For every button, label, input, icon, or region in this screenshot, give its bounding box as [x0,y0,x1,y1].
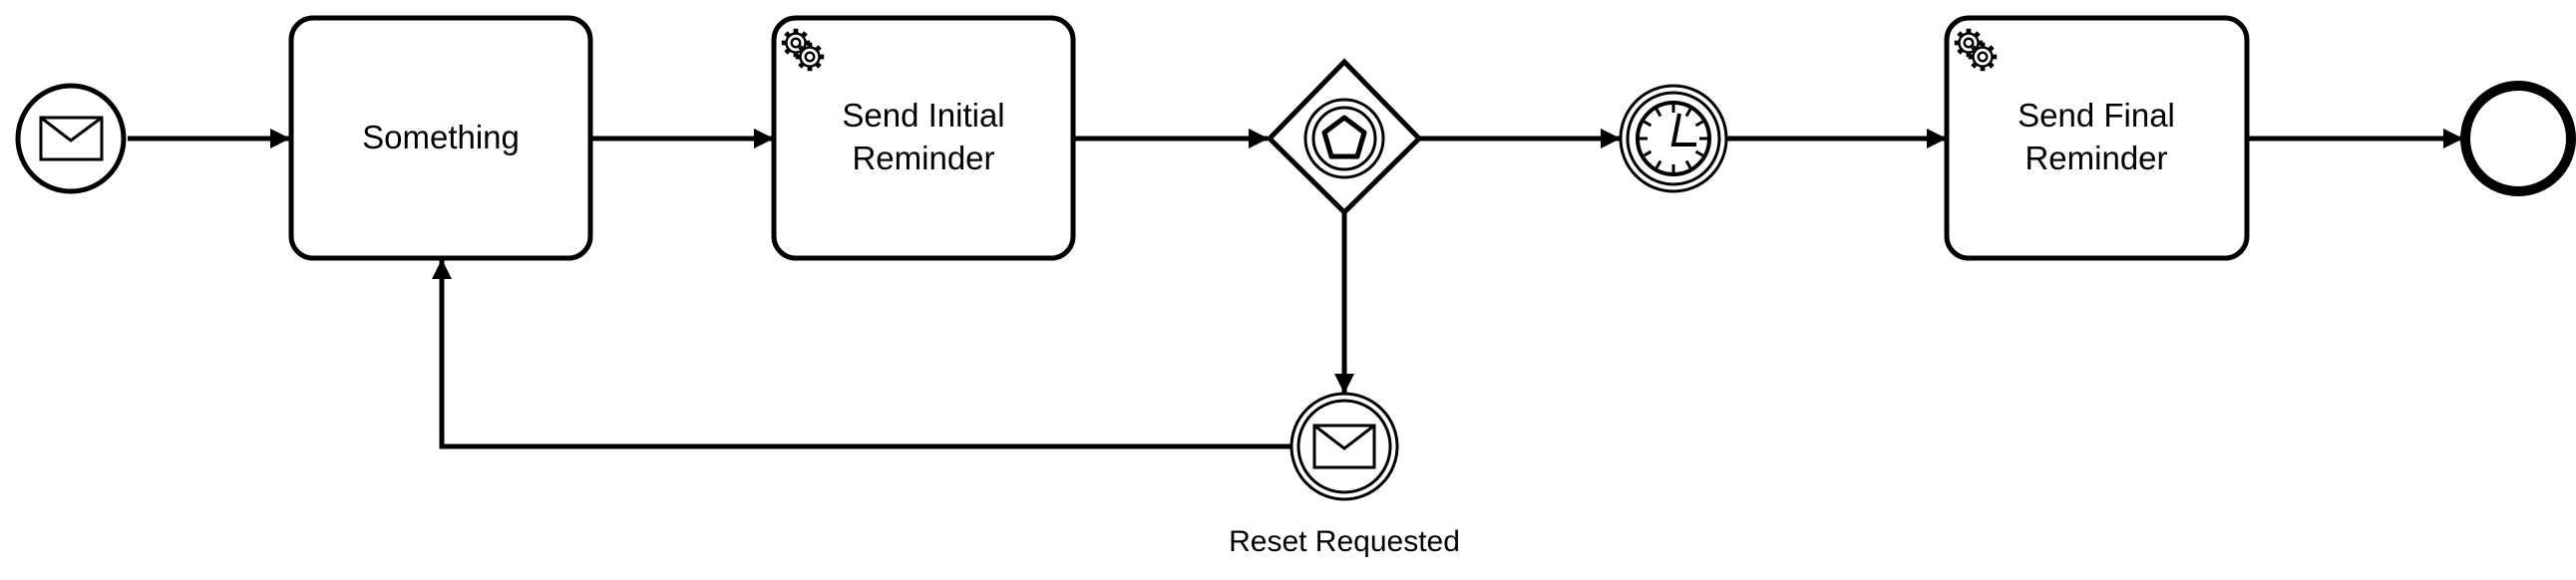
task-something[interactable]: Something [288,15,593,261]
task-send-final-reminder-label-line-2: Reminder [2024,140,2167,176]
event-based-gateway[interactable] [1266,58,1423,216]
clock-icon [1636,101,1711,176]
end-event[interactable] [2460,81,2576,196]
task-send-final-reminder[interactable]: Send Final Reminder [1944,15,2250,261]
task-send-initial-reminder-label-line-2: Reminder [852,140,994,176]
task-something-label: Something [362,119,520,155]
reset-requested-event[interactable] [1289,392,1399,501]
reset-requested-label: Reset Requested [1229,525,1460,558]
task-send-initial-reminder-label-line-1: Send Initial [842,97,1004,134]
start-event[interactable] [15,83,127,194]
timer-event[interactable] [1619,84,1728,193]
envelope-icon [39,116,104,161]
task-send-final-reminder-label-line-1: Send Final [2018,97,2175,134]
pentagon-icon [1321,115,1367,159]
envelope-icon [1312,424,1376,469]
task-send-initial-reminder[interactable]: Send Initial Reminder [771,15,1076,261]
flow-reset-to-something [432,259,1290,449]
